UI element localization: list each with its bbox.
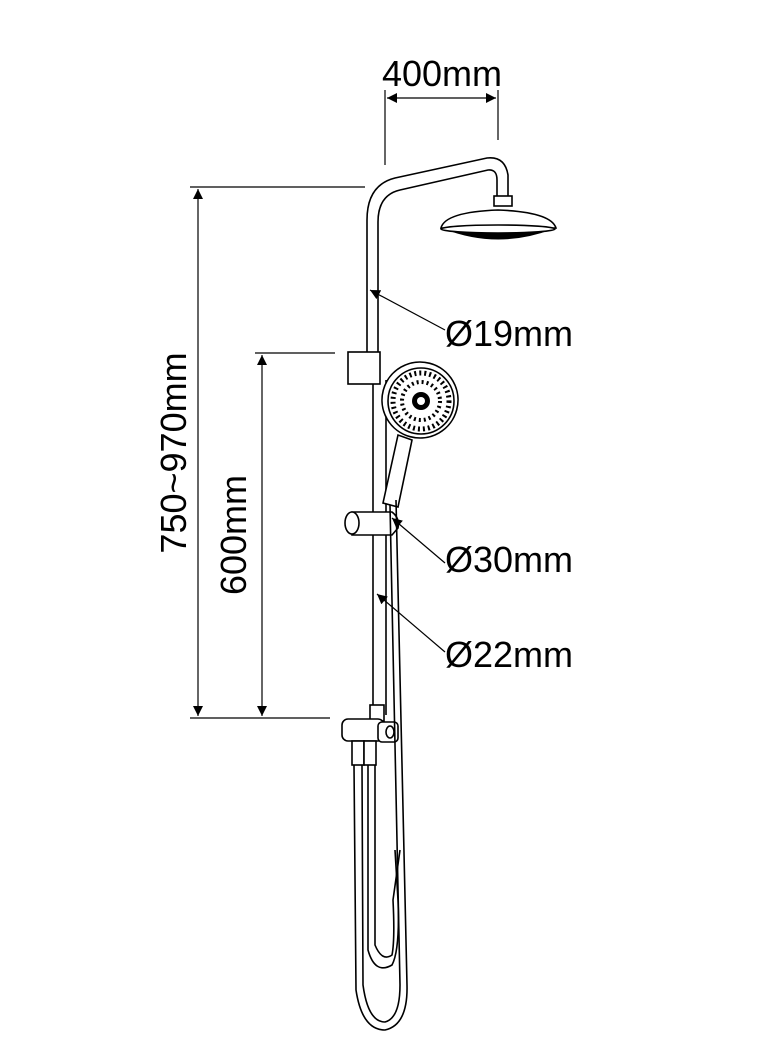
total-height-label: 750~970mm: [153, 352, 194, 553]
rain-shower-head: [439, 195, 558, 240]
hand-shower: [381, 361, 459, 508]
slider-diameter-label: Ø30mm: [445, 539, 573, 580]
rail-length-dimension: 600mm: [213, 352, 335, 716]
total-height-dimension: 750~970mm: [153, 186, 365, 719]
overhead-arm: [366, 157, 509, 360]
slide-rail: [372, 380, 387, 715]
rail-diameter-label: Ø22mm: [445, 634, 573, 675]
rail-callout: Ø22mm: [376, 593, 573, 675]
upper-pipe-diameter-label: Ø19mm: [445, 313, 573, 354]
shower-hose: [353, 499, 408, 1031]
wall-elbow: [341, 704, 399, 766]
rail-top-bracket: [347, 351, 381, 385]
slider-callout: Ø30mm: [391, 517, 573, 580]
arm-length-label: 400mm: [382, 53, 502, 94]
slider-clamp: [344, 511, 400, 536]
arm-length-dimension: 400mm: [382, 53, 502, 165]
upper-pipe-callout: Ø19mm: [369, 289, 573, 354]
rail-length-label: 600mm: [213, 475, 254, 595]
